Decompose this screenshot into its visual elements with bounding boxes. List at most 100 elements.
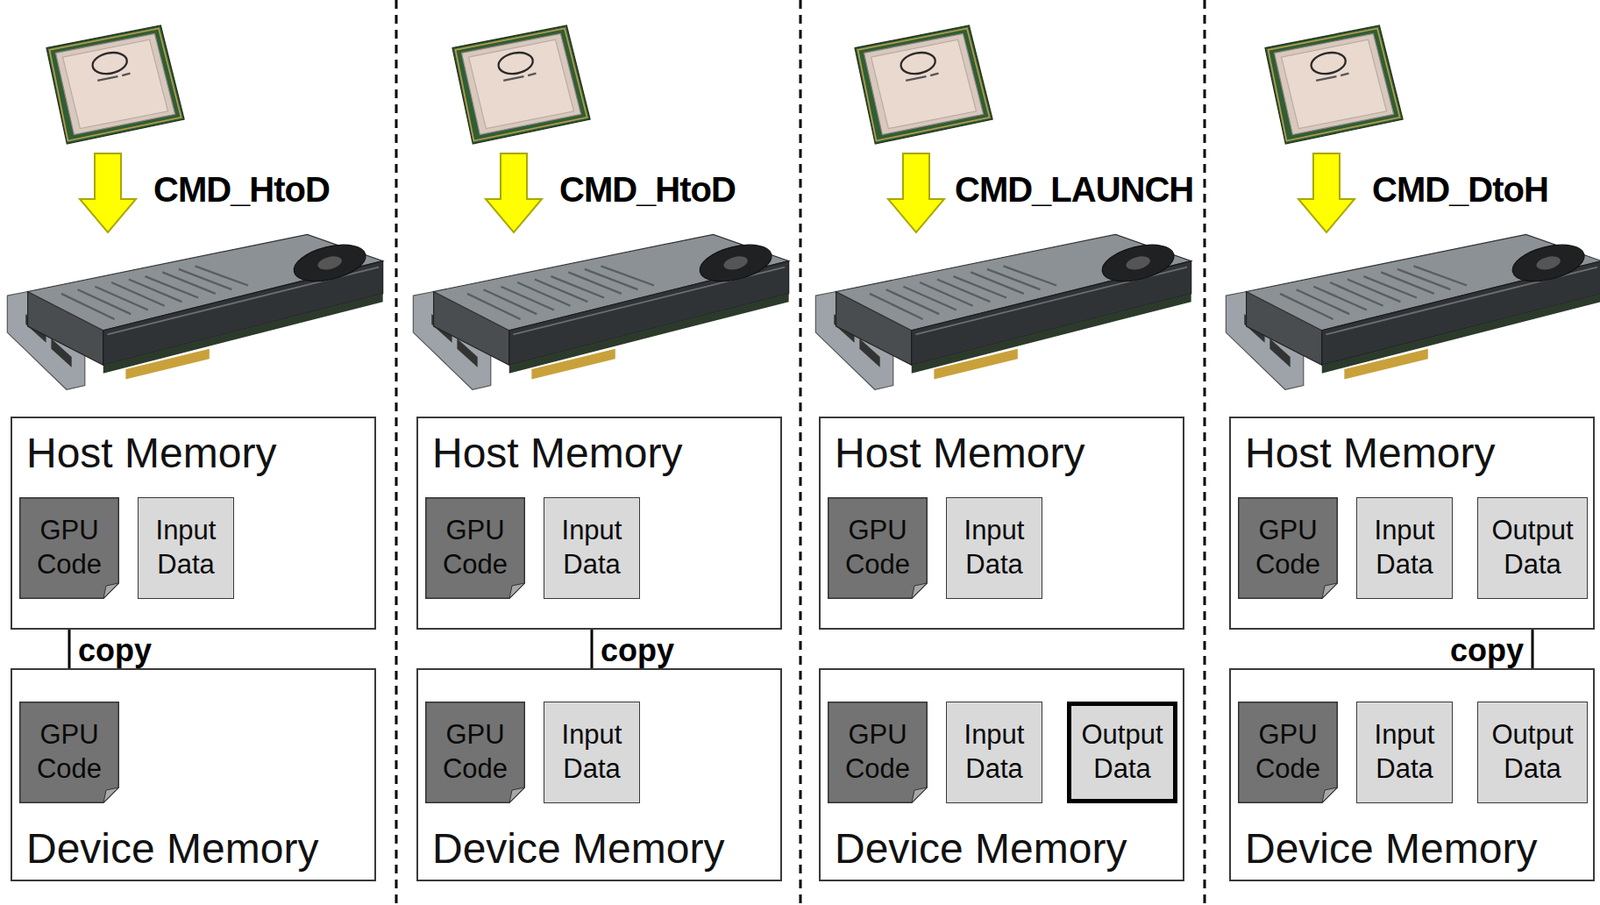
memory-title: Host Memory bbox=[26, 428, 277, 477]
edge-label-box: copy bbox=[1448, 632, 1526, 669]
memory-region: Device MemoryGPU CodeInput DataOutput Da… bbox=[818, 668, 1185, 882]
block-label: GPU Code bbox=[428, 513, 522, 583]
output-block: Output Data bbox=[1066, 701, 1178, 804]
data-block: Input Data bbox=[945, 497, 1043, 599]
block-label: GPU Code bbox=[831, 513, 925, 583]
folded-corner bbox=[1322, 787, 1337, 803]
block-label: GPU Code bbox=[831, 718, 925, 787]
command-label: CMD_HtoD bbox=[153, 171, 330, 207]
document-shape bbox=[827, 701, 928, 804]
data-block: Input Data bbox=[543, 701, 640, 804]
code-document: GPU Code bbox=[425, 497, 526, 599]
memory-region: Device Memory GPU Code Input Data Output Da… bbox=[1229, 668, 1595, 882]
command-label: CMD_LAUNCH bbox=[954, 171, 1194, 207]
memory-region: Host MemoryGPU Code Input Data bbox=[416, 416, 783, 630]
folded-corner bbox=[103, 787, 119, 803]
code-document: GPU Code bbox=[425, 701, 526, 804]
code-document: GPU Code bbox=[1237, 701, 1338, 804]
memory-title: Host Memory bbox=[1244, 428, 1495, 477]
folded-corner bbox=[509, 787, 525, 803]
data-block: Input Data bbox=[1356, 497, 1453, 599]
block-label: Input Data bbox=[547, 513, 636, 583]
edge-label-box: copy bbox=[76, 632, 154, 669]
folded-corner bbox=[911, 583, 927, 598]
data-block: Output Data bbox=[1477, 497, 1588, 599]
folded-corner bbox=[509, 583, 525, 598]
block-label: Input Data bbox=[547, 718, 636, 787]
gpu-card bbox=[1225, 234, 1600, 390]
divider bbox=[395, 0, 399, 905]
block-label: Output Data bbox=[1481, 513, 1584, 583]
gpu-card bbox=[7, 234, 383, 390]
copy-label: copy bbox=[76, 632, 154, 669]
document-body bbox=[828, 702, 928, 804]
document-body bbox=[426, 702, 526, 804]
document-shape bbox=[1237, 701, 1338, 804]
gpu-card bbox=[815, 234, 1191, 390]
memory-title: Device Memory bbox=[432, 824, 725, 873]
command-arrow bbox=[485, 153, 542, 233]
command-label-box: CMD_DtoH bbox=[1372, 171, 1549, 207]
block-label: Input Data bbox=[142, 513, 230, 583]
data-block: Input Data bbox=[137, 497, 235, 599]
command-arrow bbox=[888, 153, 945, 233]
code-document: GPU Code bbox=[19, 701, 120, 804]
data-block: Input Data bbox=[543, 497, 640, 599]
document-shape bbox=[19, 497, 120, 599]
memory-title: Device Memory bbox=[26, 824, 319, 873]
block-label: GPU Code bbox=[428, 718, 522, 787]
gpu-card bbox=[412, 234, 789, 390]
folded-corner bbox=[1322, 583, 1337, 598]
block-label: Input Data bbox=[950, 718, 1039, 787]
cpu-chip bbox=[1265, 25, 1403, 144]
code-document: GPU Code bbox=[1237, 497, 1338, 599]
document-body bbox=[1238, 702, 1338, 804]
document-body bbox=[20, 497, 120, 599]
command-label: CMD_DtoH bbox=[1372, 171, 1549, 207]
code-document: GPU Code bbox=[827, 701, 928, 804]
cpu-chip bbox=[854, 25, 993, 144]
data-block: Input Data bbox=[1356, 701, 1453, 804]
command-label-box: CMD_LAUNCH bbox=[954, 171, 1194, 207]
cpu-chip bbox=[46, 25, 185, 144]
block-label: Output Data bbox=[1074, 718, 1170, 787]
command-arrow bbox=[79, 153, 136, 233]
document-shape bbox=[827, 497, 928, 599]
memory-region: Host MemoryGPU Code Input Data bbox=[10, 416, 377, 630]
data-block: Output Data bbox=[1477, 701, 1588, 804]
memory-region: Device Memory GPU Code Input Data bbox=[416, 668, 783, 882]
memory-region: Device Memory GPU Code bbox=[10, 668, 377, 882]
folded-corner bbox=[911, 787, 927, 803]
block-label: Input Data bbox=[1360, 718, 1449, 787]
divider bbox=[799, 0, 803, 905]
block-label: GPU Code bbox=[1241, 513, 1335, 583]
memory-region: Host MemoryGPU Code Input Data bbox=[818, 416, 1185, 630]
folded-corner bbox=[103, 583, 119, 598]
command-label-box: CMD_HtoD bbox=[559, 171, 736, 207]
command-arrow bbox=[1298, 153, 1355, 233]
document-body bbox=[426, 497, 526, 599]
data-block: Input Data bbox=[945, 701, 1043, 804]
document-shape bbox=[425, 497, 526, 599]
cpu-chip bbox=[452, 25, 591, 144]
block-label: GPU Code bbox=[1241, 718, 1335, 787]
block-label: GPU Code bbox=[22, 718, 116, 787]
document-shape bbox=[19, 701, 120, 804]
memory-title: Device Memory bbox=[1244, 824, 1537, 873]
code-document: GPU Code bbox=[19, 497, 120, 599]
document-body bbox=[1238, 497, 1338, 599]
block-label: Input Data bbox=[1360, 513, 1449, 583]
document-shape bbox=[425, 701, 526, 804]
document-body bbox=[20, 702, 120, 804]
copy-label: copy bbox=[1448, 632, 1526, 669]
block-label: Input Data bbox=[950, 513, 1039, 583]
code-document: GPU Code bbox=[827, 497, 928, 599]
divider-lines bbox=[396, 0, 1205, 905]
memory-title: Host Memory bbox=[834, 428, 1085, 477]
memory-title: Host Memory bbox=[432, 428, 683, 477]
block-label: GPU Code bbox=[22, 513, 116, 583]
edge-label-box: copy bbox=[598, 632, 676, 669]
document-shape bbox=[1237, 497, 1338, 599]
memory-region: Host MemoryGPU Code Input Data Output Data bbox=[1229, 416, 1595, 630]
